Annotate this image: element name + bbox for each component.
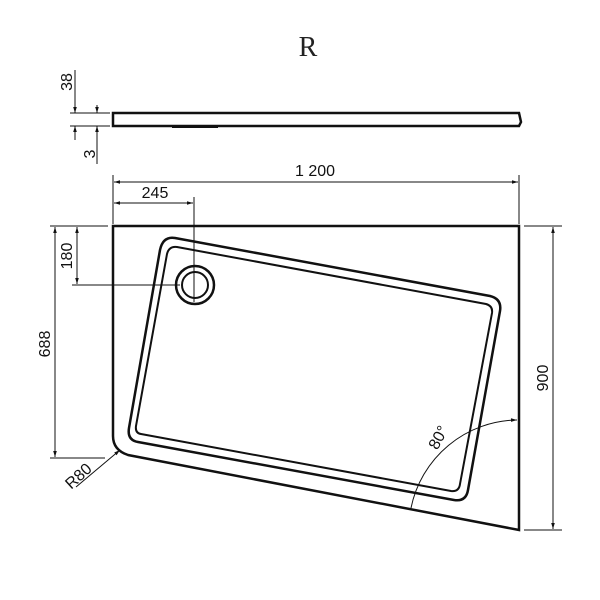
drawing-title: R [299, 32, 318, 63]
dim-short-side-label: 688 [37, 331, 54, 358]
dim-angle-label: 80° [426, 423, 452, 452]
dimension-lines [50, 175, 562, 531]
dim-height-label: 38 [59, 73, 76, 91]
dim-drain-x-label: 245 [142, 185, 169, 202]
dim-radius-label: R80 [62, 460, 95, 492]
tray-outline [111, 224, 521, 532]
dim-depth-label: 900 [535, 365, 552, 392]
basin-outer-rim [127, 236, 502, 502]
dim-width-label: 1 200 [295, 163, 335, 180]
dim-drain-y-label: 180 [59, 243, 76, 270]
basin-inner-rim [134, 245, 494, 493]
dim-foot-label: 3 [82, 149, 99, 158]
drain-outlet [172, 125, 218, 128]
side-profile [70, 70, 523, 164]
drain-inner [181, 271, 209, 299]
